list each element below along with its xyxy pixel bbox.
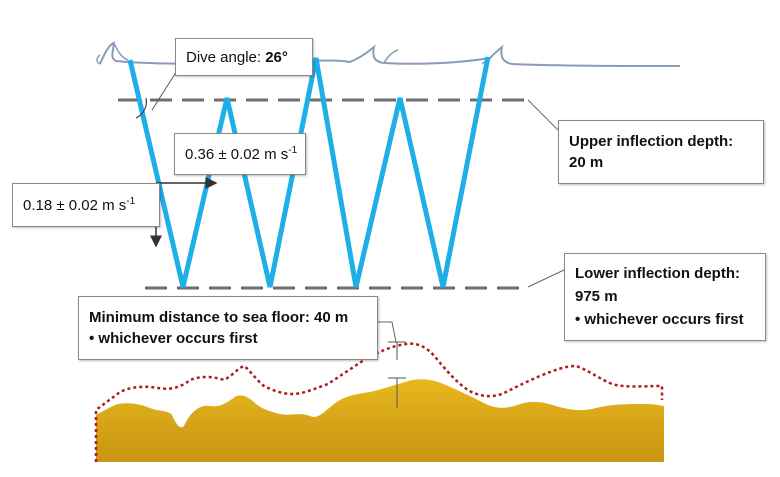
min-distance-leader [378,321,397,343]
min-distance-label: Minimum distance to sea floor: 40 m • wh… [78,296,378,360]
upper-inflection-value: 20 m [569,154,604,171]
offset-distance-marker-top [388,341,406,360]
lower-inflection-label: Lower inflection depth: 975 m • whicheve… [564,253,766,341]
seafloor-offset-line [94,342,664,462]
min-distance-line: Minimum distance to sea floor: 40 m [89,307,377,328]
horizontal-speed-value: 0.36 ± 0.02 m s [185,146,289,163]
offset-distance-marker-bottom [388,377,406,408]
upper-inflection-leader [527,99,559,131]
sea-floor [96,379,664,462]
lower-inflection-text: Lower inflection depth: [575,265,740,282]
upper-inflection-text: Upper inflection depth: [569,133,734,150]
vertical-speed-label: 0.18 ± 0.02 m s-1 [12,183,160,227]
upper-inflection-label: Upper inflection depth: 20 m [558,120,764,184]
lower-inflection-leader [527,269,565,288]
glider-dive-path [127,56,491,288]
min-distance-note: • whichever occurs first [89,330,258,347]
min-distance-value: 40 m [314,309,349,326]
lower-inflection-value: 975 m [575,288,618,305]
dive-angle-text: Dive angle: [186,49,266,66]
dive-angle-value: 26° [265,49,288,66]
horizontal-speed-label: 0.36 ± 0.02 m s-1 [174,133,306,175]
vertical-speed-exponent: -1 [126,196,136,207]
min-distance-text: Minimum distance to sea floor: [89,309,315,326]
dive-angle-label: Dive angle: 26° [175,38,313,76]
horizontal-speed-exponent: -1 [288,145,298,156]
lower-inflection-note: • whichever occurs first [575,311,744,328]
dive-angle-arc [135,97,147,119]
vertical-speed-value: 0.18 ± 0.02 m s [23,197,127,214]
